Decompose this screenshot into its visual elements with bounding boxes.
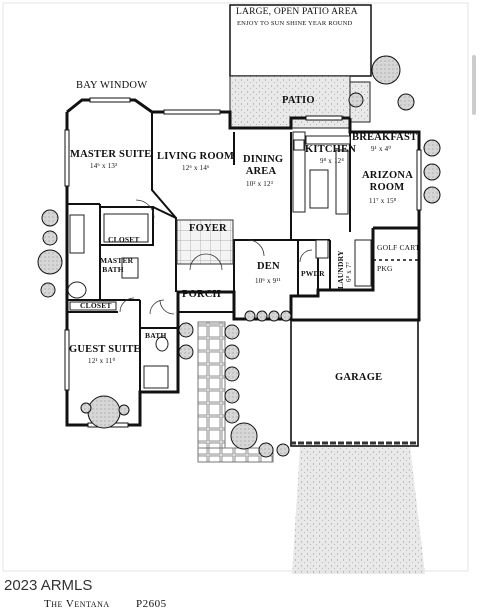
- copyright-watermark: 2023 ARMLS: [4, 577, 93, 594]
- pkg-label: PKG: [377, 264, 393, 273]
- dining-area-label: DINING AREA: [243, 154, 284, 177]
- page-edge-marker: [472, 55, 476, 115]
- master-bath-label: MASTER BATH: [100, 256, 134, 274]
- master-suite-label: MASTER SUITE: [70, 149, 152, 160]
- den-label: DEN: [257, 261, 280, 272]
- bay-window-label: BAY WINDOW: [76, 80, 148, 91]
- kitchen-label: KITCHEN: [305, 144, 356, 155]
- arizona-room-label: ARIZONA ROOM: [362, 170, 413, 194]
- arizona-room-dimensions: 11⁷ x 15⁸: [369, 197, 397, 205]
- garage-label: GARAGE: [335, 372, 383, 383]
- bath-label: BATH: [145, 331, 167, 340]
- plan-name: The Ventana: [44, 598, 110, 610]
- interior-walls: [67, 112, 374, 392]
- den-dimensions: 10⁶ x 9¹¹: [255, 277, 281, 285]
- shrubs: [37, 55, 441, 458]
- closet-label-master: CLOSET: [108, 235, 140, 244]
- breakfast-label: BREAKFAST: [352, 132, 418, 143]
- laundry-dimensions: 6⁸ x 7⁷: [345, 261, 353, 282]
- guest-suite-label: GUEST SUITE: [69, 344, 141, 355]
- powder-room-label: PWDR: [301, 269, 325, 278]
- walkway: [197, 321, 274, 463]
- patio-label: PATIO: [282, 95, 315, 106]
- bath-fixtures: [67, 213, 372, 389]
- living-room-dimensions: 12⁶ x 14⁶: [182, 164, 210, 172]
- closet-label-guest: CLOSET: [80, 301, 112, 310]
- plan-number: P2605: [136, 598, 167, 610]
- living-room-label: LIVING ROOM: [157, 151, 235, 162]
- door-swings: [119, 199, 313, 315]
- foyer-label: FOYER: [189, 223, 227, 234]
- breakfast-dimensions: 9¹ x 4⁰: [371, 145, 392, 153]
- kitchen-fixtures: [292, 131, 351, 259]
- patio-note-subtitle: ENJOY TO SUN SHINE YEAR ROUND: [237, 20, 353, 27]
- guest-suite-dimensions: 12¹ x 11⁰: [88, 357, 116, 365]
- foyer-floor: [176, 219, 234, 265]
- laundry-label: LAUNDRY: [336, 250, 345, 289]
- dining-area-dimensions: 10² x 12³: [246, 180, 273, 188]
- patio-note-title: LARGE, OPEN PATIO AREA: [236, 7, 358, 17]
- patio-note-box: [229, 4, 372, 77]
- page-frame: [2, 2, 469, 572]
- porch-label: PORCH: [182, 289, 221, 300]
- golf-cart-label: GOLF CART: [377, 243, 420, 252]
- master-suite-dimensions: 14⁶ x 13³: [90, 162, 118, 170]
- driveway: [290, 319, 425, 574]
- kitchen-dimensions: 9⁸ x 12⁴: [320, 157, 344, 165]
